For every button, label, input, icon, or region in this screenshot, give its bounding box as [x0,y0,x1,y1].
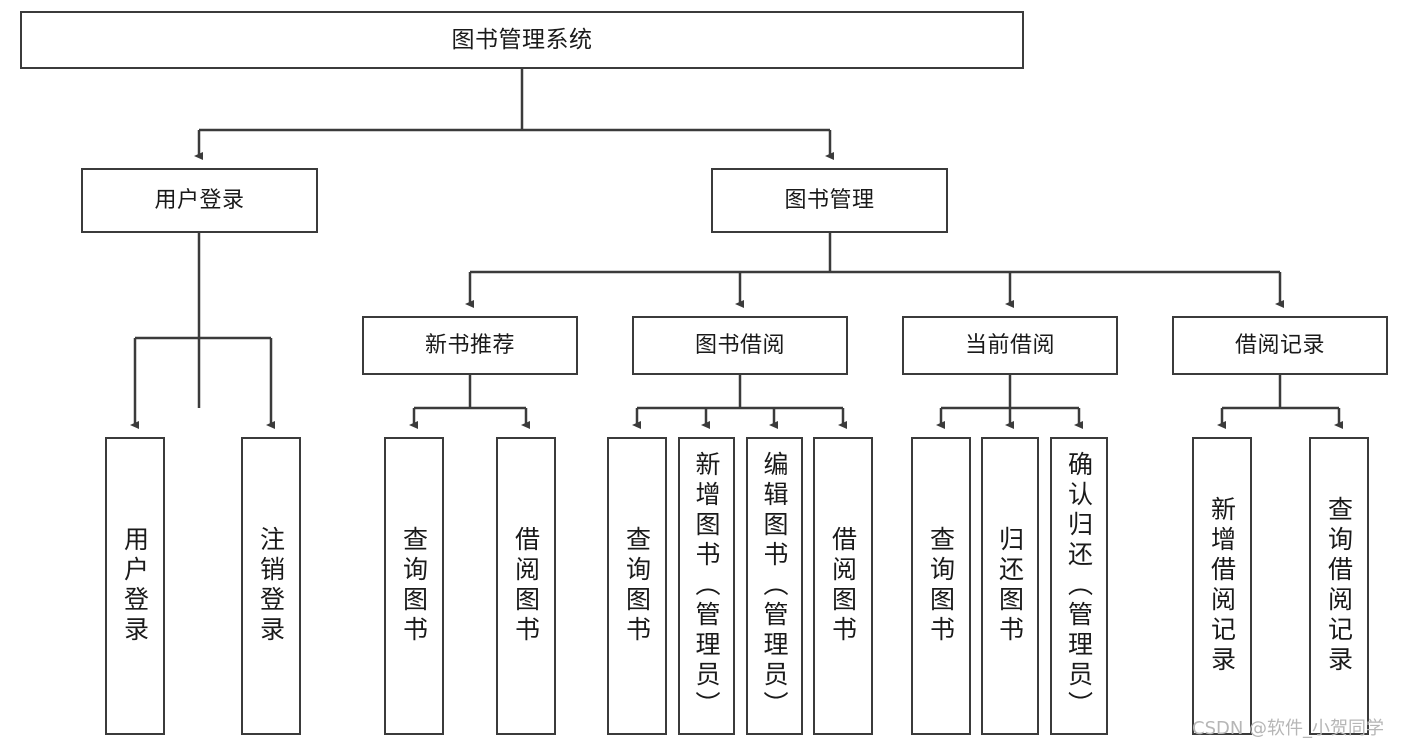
node-label: 查询图书 [399,526,429,646]
node-label: 图书借阅 [694,332,785,358]
leaf-new-book-borrow[interactable]: 借阅图书 [496,437,556,735]
leaf-current-borrow-query[interactable]: 查询图书 [911,437,971,735]
node-label: 用户登录 [120,526,150,646]
node-label: 新增图书（管理员） [692,451,721,721]
node-label: 借阅记录 [1234,332,1325,358]
node-user-login[interactable]: 用户登录 [81,168,318,233]
node-label: 用户登录 [154,187,245,213]
node-current-borrow[interactable]: 当前借阅 [902,316,1118,375]
leaf-borrow-record-add[interactable]: 新增借阅记录 [1192,437,1252,735]
watermark: CSDN @软件_小贺同学 [1192,718,1385,739]
node-label: 当前借阅 [964,332,1055,358]
node-label: 确认归还（管理员） [1064,451,1094,721]
leaf-book-borrow-edit[interactable]: 编辑图书（管理员） [746,437,803,735]
leaf-book-borrow-query[interactable]: 查询图书 [607,437,667,735]
node-label: 查询图书 [926,526,956,646]
leaf-new-book-query[interactable]: 查询图书 [384,437,444,735]
node-root-book-management-system[interactable]: 图书管理系统 [20,11,1024,69]
node-label: 新书推荐 [424,332,515,358]
leaf-borrow-record-query[interactable]: 查询借阅记录 [1309,437,1369,735]
node-label: 查询借阅记录 [1324,496,1354,676]
node-label: 归还图书 [995,526,1025,646]
node-label: 借阅图书 [828,526,858,646]
node-label: 图书管理 [784,187,875,213]
node-label: 查询图书 [622,526,652,646]
leaf-book-borrow-borrow[interactable]: 借阅图书 [813,437,873,735]
node-label: 图书管理系统 [451,26,593,53]
leaf-current-borrow-return[interactable]: 归还图书 [981,437,1039,735]
leaf-book-borrow-add[interactable]: 新增图书（管理员） [678,437,735,735]
node-label: 新增借阅记录 [1207,496,1237,676]
node-label: 编辑图书（管理员） [760,451,789,721]
node-borrow-record[interactable]: 借阅记录 [1172,316,1388,375]
node-new-book-recommend[interactable]: 新书推荐 [362,316,578,375]
leaf-current-borrow-confirm-return[interactable]: 确认归还（管理员） [1050,437,1108,735]
node-book-borrow[interactable]: 图书借阅 [632,316,848,375]
node-book-management[interactable]: 图书管理 [711,168,948,233]
node-label: 注销登录 [256,526,286,646]
leaf-user-login-login[interactable]: 用户登录 [105,437,165,735]
node-label: 借阅图书 [511,526,541,646]
leaf-user-login-logout[interactable]: 注销登录 [241,437,301,735]
